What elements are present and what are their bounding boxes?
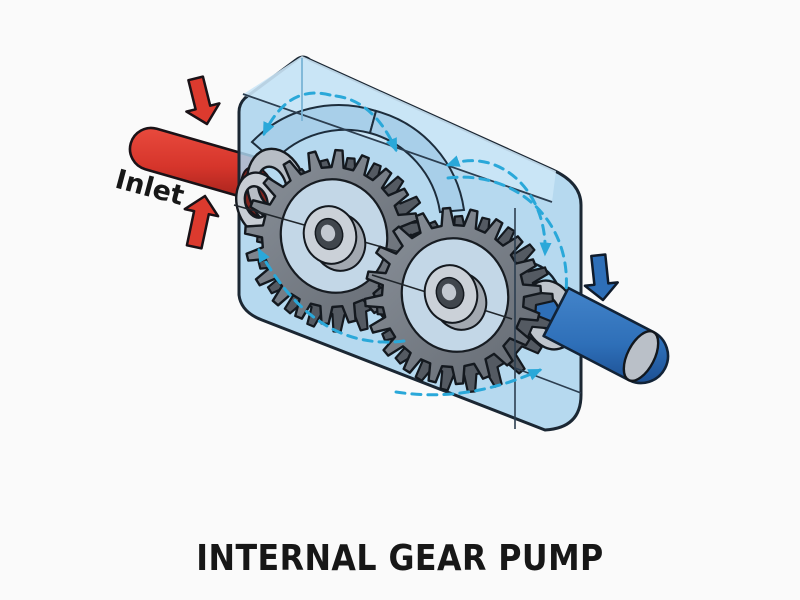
inlet-arrow-bottom [183, 194, 220, 250]
drive-bore-center [320, 224, 336, 242]
diagram-title: INTERNAL GEAR PUMP [196, 538, 604, 579]
housing-bottom-right-edge [514, 367, 582, 394]
inlet-pipe [128, 126, 260, 200]
outlet-shaft-end-cap [622, 329, 660, 383]
flow-arc-bottom-left [257, 247, 406, 344]
flow-arc-right-outer [445, 155, 552, 257]
flow-arc-right-inner [446, 175, 568, 294]
flow-arc-top-center [334, 94, 398, 153]
outlet-arrow [583, 253, 619, 302]
inlet-arrow-top [185, 75, 221, 126]
flow-arc-top-left [262, 91, 332, 137]
flow-arrows [257, 91, 568, 397]
flow-arc-bottom-right [394, 368, 543, 397]
driven-bore-center [441, 283, 457, 301]
